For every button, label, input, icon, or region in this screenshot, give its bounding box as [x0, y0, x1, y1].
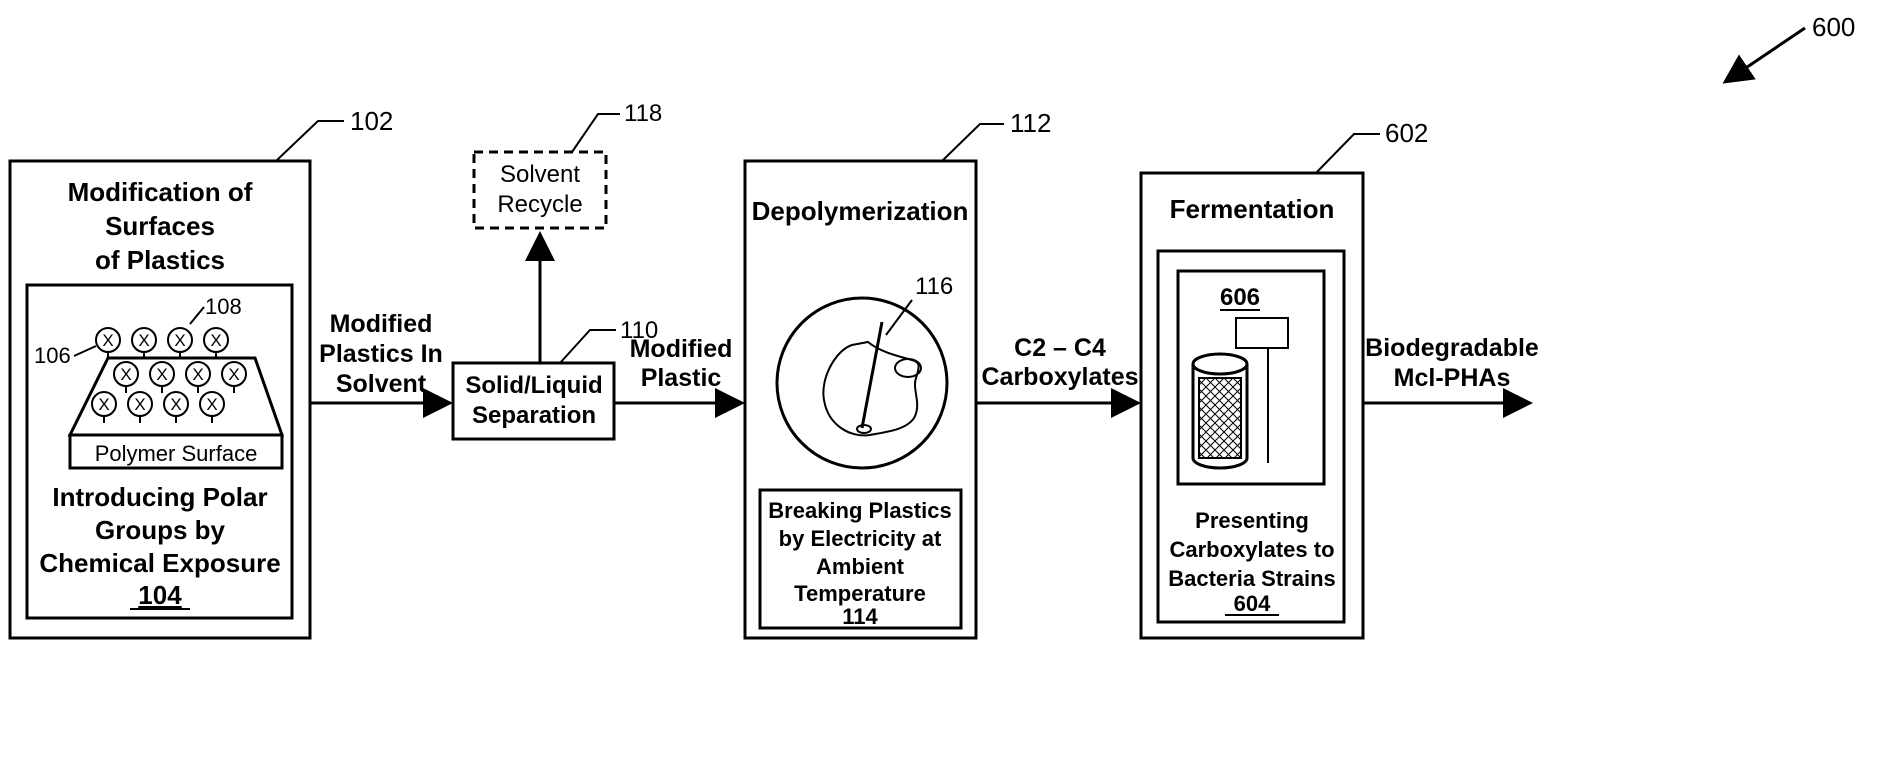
flow-label-output-1: Biodegradable: [1365, 334, 1539, 362]
depolymerization-desc-line-3: Ambient: [816, 554, 905, 579]
polar-group-symbol: X: [206, 395, 217, 414]
figure-ref-arrow: [1725, 28, 1805, 82]
fermentation-desc-line-2: Carboxylates to: [1169, 537, 1334, 562]
depolymerization-desc-line-2: by Electricity at: [779, 526, 942, 551]
ref-112-leader: [942, 124, 1004, 161]
ref-102-leader: [276, 121, 344, 161]
figure-ref-label: 600: [1812, 12, 1855, 42]
fermentation-desc-line-1: Presenting: [1195, 508, 1309, 533]
separation-label-line-1: Solid/Liquid: [465, 372, 602, 399]
ref-110-leader: [560, 330, 616, 363]
ref-102-label: 102: [350, 106, 393, 136]
recycle-label-line-1: Solvent: [500, 161, 580, 188]
reactor-flask: [823, 342, 918, 435]
depolymerization-desc-line-1: Breaking Plastics: [768, 498, 951, 523]
polar-group-symbol: X: [102, 331, 113, 350]
modification-desc-line-2: Groups by: [95, 515, 226, 545]
polar-group-symbol: X: [174, 331, 185, 350]
ref-114-label: 114: [842, 604, 878, 629]
ref-116-label: 116: [915, 273, 953, 300]
flow-label-modified-plastics-1: Modified: [330, 310, 433, 338]
separation-label-line-2: Separation: [472, 402, 596, 429]
modification-title-line-3: of Plastics: [95, 245, 225, 275]
polar-group-symbol: X: [156, 365, 167, 384]
polar-group-symbol: X: [120, 365, 131, 384]
polar-group-symbol: X: [98, 395, 109, 414]
fermentation-stage: 602 Fermentation 606 Presenting Carboxyl…: [1141, 118, 1428, 638]
recycle-stage: Solvent Recycle 118: [474, 100, 662, 228]
fermenter-tank-top: [1193, 354, 1247, 374]
modification-title-line-2: Surfaces: [105, 211, 215, 241]
ref-108-leader: [190, 307, 204, 324]
flow-label-carboxylates-1: C2 – C4: [1014, 334, 1106, 362]
ref-104-label: 104: [138, 580, 182, 610]
polar-groups: XXXXXXXXXXXX: [92, 328, 246, 423]
reactor-side-neck: [895, 359, 921, 377]
polar-group-symbol: X: [138, 331, 149, 350]
flow-label-modified-plastics-2: Plastics In: [319, 340, 443, 368]
flow-label-modified-plastic-2: Plastic: [641, 364, 722, 392]
ref-106-leader: [74, 346, 96, 356]
separation-stage: Solid/Liquid Separation 110: [453, 317, 658, 439]
modification-desc-line-3: Chemical Exposure: [39, 548, 280, 578]
ref-118-leader: [572, 114, 620, 152]
ref-118-label: 118: [624, 100, 662, 127]
reactor-electrode: [862, 322, 882, 428]
polymer-surface-label: Polymer Surface: [95, 441, 258, 466]
fermenter-controller: [1236, 318, 1288, 348]
figure-ref-600: 600: [1725, 12, 1855, 82]
reactor-electrode-tip: [857, 425, 871, 433]
flow-label-carboxylates-2: Carboxylates: [981, 363, 1138, 391]
fermenter-mesh: [1199, 378, 1241, 458]
fermentation-title: Fermentation: [1170, 194, 1335, 224]
polar-group-symbol: X: [228, 365, 239, 384]
ref-108-label: 108: [205, 294, 242, 319]
polar-group-symbol: X: [134, 395, 145, 414]
reactor-circle: [777, 298, 947, 468]
polar-group-symbol: X: [210, 331, 221, 350]
ref-606-label: 606: [1220, 284, 1260, 311]
flow-label-modified-plastics-3: Solvent: [336, 370, 427, 398]
polar-group-symbol: X: [192, 365, 203, 384]
ref-602-leader: [1316, 134, 1380, 173]
recycle-label-line-2: Recycle: [497, 191, 582, 218]
ref-604-label: 604: [1234, 591, 1271, 616]
modification-title-line-1: Modification of: [68, 177, 253, 207]
depolymerization-desc-line-4: Temperature: [794, 581, 926, 606]
fermentation-desc-line-3: Bacteria Strains: [1168, 566, 1336, 591]
polar-group-symbol: X: [170, 395, 181, 414]
modification-desc-line-1: Introducing Polar: [52, 482, 267, 512]
ref-112-label: 112: [1010, 108, 1051, 138]
ref-602-label: 602: [1385, 118, 1428, 148]
flow-label-output-2: Mcl-PHAs: [1394, 364, 1511, 392]
depolymerization-title: Depolymerization: [752, 196, 969, 226]
ref-106-label: 106: [34, 343, 71, 368]
flow-label-modified-plastic-1: Modified: [630, 335, 733, 363]
